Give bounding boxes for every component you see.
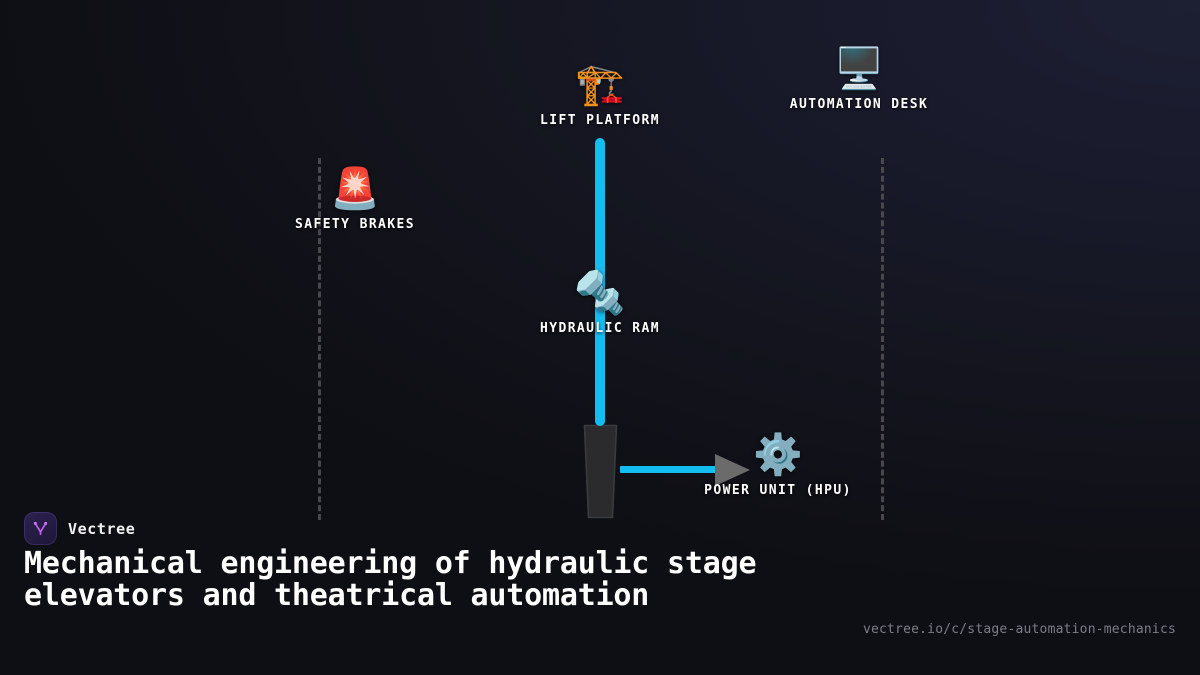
hydraulic-shaft: [595, 138, 605, 426]
nut-and-bolt-icon: 🔩: [573, 268, 627, 317]
diagram-node-label: POWER UNIT (HPU): [704, 483, 852, 498]
brand-name: Vectree: [68, 519, 136, 538]
gear-icon: ⚙️: [753, 432, 803, 478]
diagram-node-automation-desk[interactable]: 🖥️ AUTOMATION DESK: [729, 46, 989, 112]
desktop-computer-icon: 🖥️: [834, 46, 884, 92]
construction-crane-icon: 🏗️: [575, 62, 625, 108]
page-title: Mechanical engineering of hydraulic stag…: [24, 546, 757, 613]
rotating-light-icon: 🚨: [330, 166, 380, 212]
diagram-node-label: SAFETY BRAKES: [295, 217, 415, 232]
permalink-url: vectree.io/c/stage-automation-mechanics: [862, 622, 1176, 637]
guide-rail-right: [881, 158, 884, 520]
diagram-node-hydraulic-ram[interactable]: 🔩 HYDRAULIC RAM: [470, 268, 730, 337]
vectree-logo-icon: [24, 512, 57, 545]
hydraulic-feed-line: [620, 466, 717, 473]
diagram-node-safety-brakes[interactable]: 🚨 SAFETY BRAKES: [225, 166, 485, 232]
diagram-node-lift-platform[interactable]: 🏗️ LIFT PLATFORM: [470, 62, 730, 128]
flow-direction-arrow-icon: [715, 454, 750, 486]
diagram-node-power-unit[interactable]: ⚙️ POWER UNIT (HPU): [648, 432, 908, 498]
diagram-node-label: LIFT PLATFORM: [540, 113, 660, 128]
guide-rail-left: [318, 158, 321, 520]
brand-lockup[interactable]: Vectree: [24, 512, 135, 545]
elevator-pedestal: [583, 423, 618, 520]
diagram-node-label: AUTOMATION DESK: [789, 97, 929, 112]
diagram-node-label: HYDRAULIC RAM: [540, 321, 660, 336]
